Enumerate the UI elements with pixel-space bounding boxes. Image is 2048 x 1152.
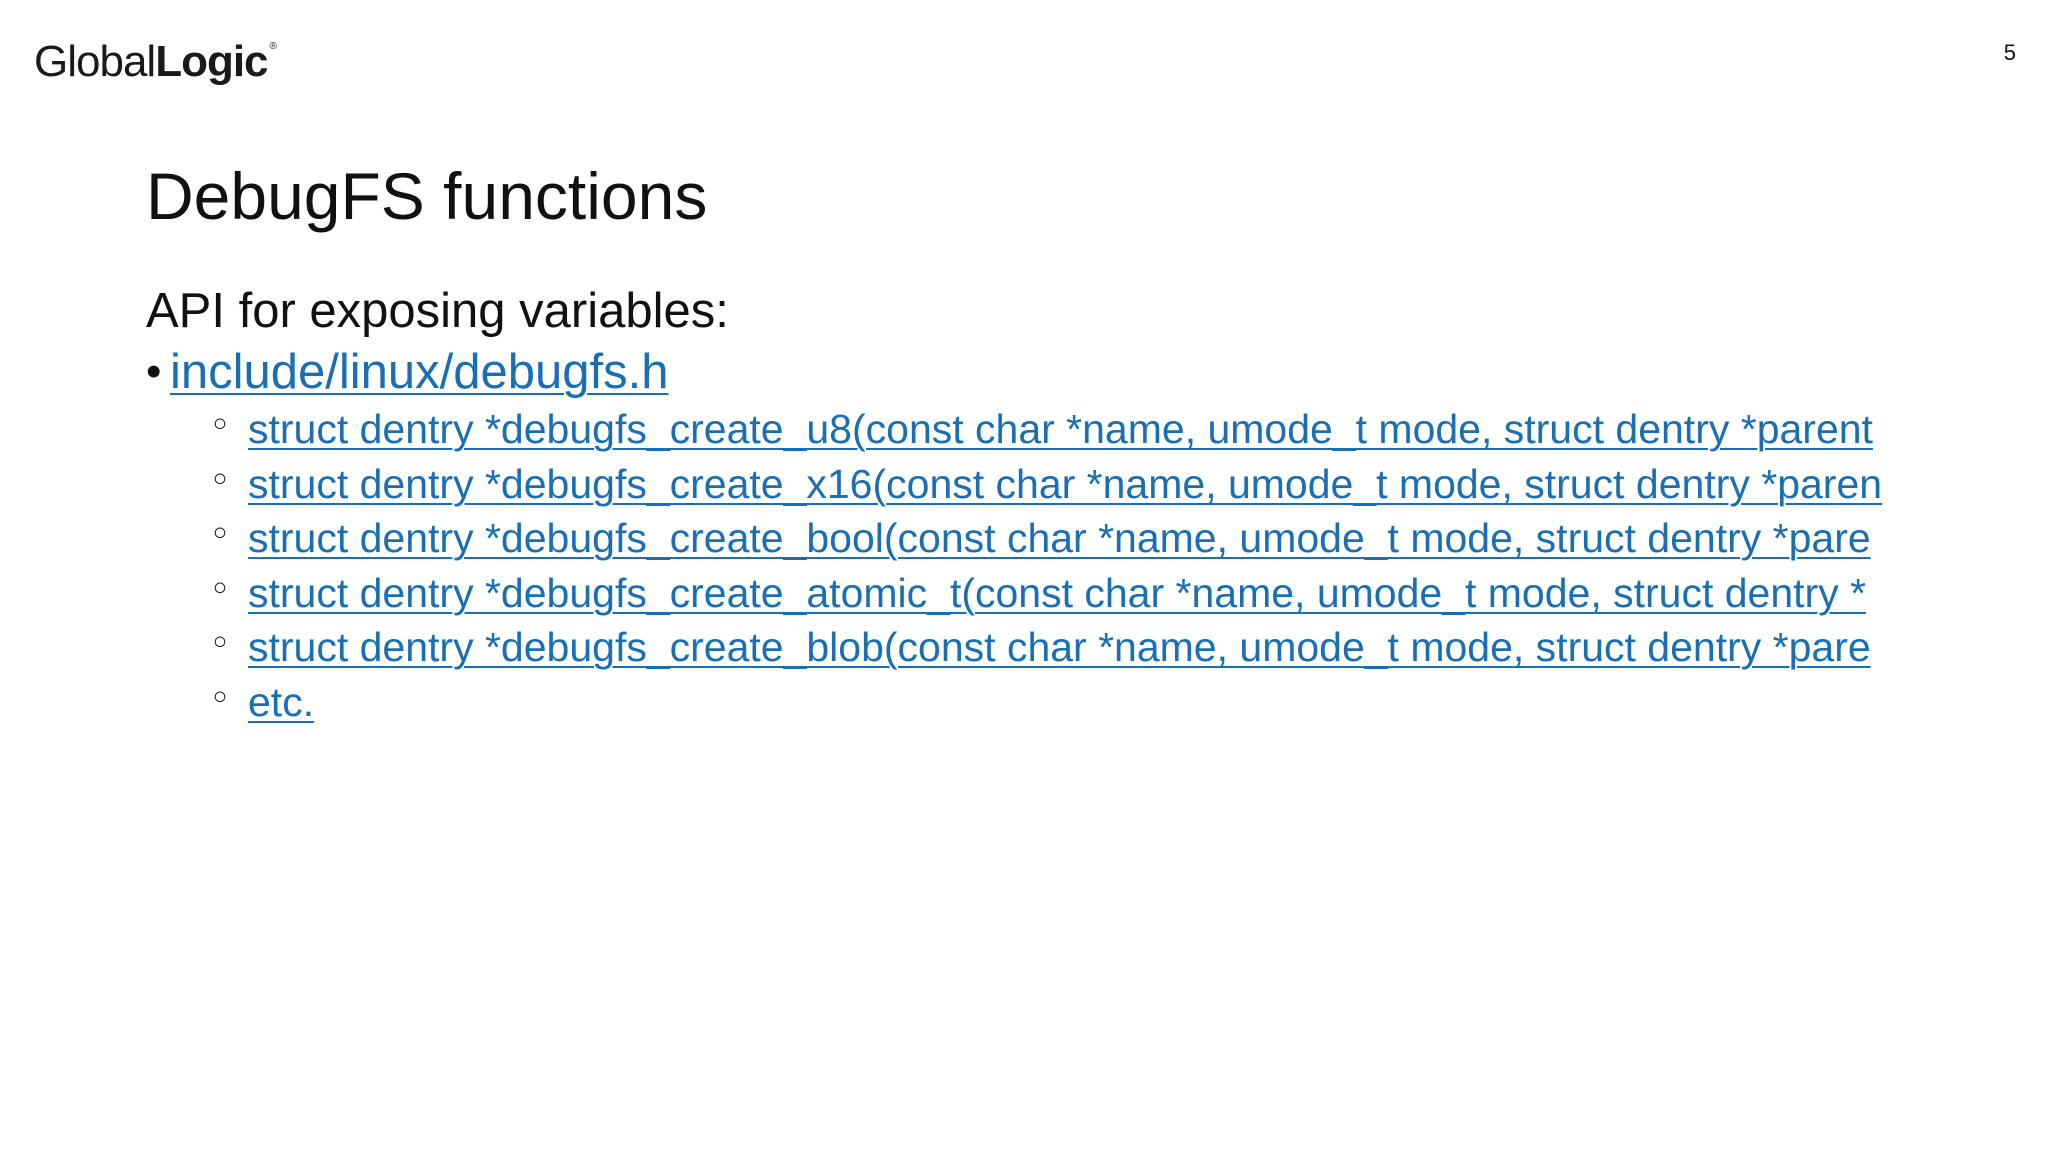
list-item: ○ struct dentry *debugfs_create_blob(con…: [210, 620, 2048, 675]
function-list: ○ struct dentry *debugfs_create_u8(const…: [146, 402, 2048, 729]
circle-bullet-icon: ○: [212, 410, 228, 438]
debugfs-header-link[interactable]: include/linux/debugfs.h: [170, 345, 669, 399]
list-item: ○ struct dentry *debugfs_create_x16(cons…: [210, 457, 2048, 512]
slide-title: DebugFS functions: [146, 159, 708, 233]
slide-number: 5: [2003, 40, 2016, 65]
function-link-etc[interactable]: etc.: [248, 678, 315, 725]
list-item: ○ struct dentry *debugfs_create_u8(const…: [210, 402, 2048, 457]
registered-mark: ®: [269, 41, 277, 52]
intro-text: API for exposing variables:: [146, 284, 729, 338]
list-item: ○ struct dentry *debugfs_create_bool(con…: [210, 511, 2048, 566]
logo-text-global: Global: [34, 37, 156, 86]
circle-bullet-icon: ○: [212, 682, 228, 710]
circle-bullet-icon: ○: [212, 519, 228, 547]
function-link-create-atomic-t[interactable]: struct dentry *debugfs_create_atomic_t(c…: [248, 569, 1867, 616]
circle-bullet-icon: ○: [212, 628, 228, 656]
list-item: ○ etc.: [210, 675, 2048, 730]
function-link-create-u8[interactable]: struct dentry *debugfs_create_u8(const c…: [248, 406, 1873, 453]
logo-text-logic: Logic: [155, 37, 268, 86]
function-link-create-blob[interactable]: struct dentry *debugfs_create_blob(const…: [248, 624, 1871, 671]
circle-bullet-icon: ○: [212, 573, 228, 601]
slide-content: API for exposing variables: • include/li…: [146, 280, 2048, 760]
circle-bullet-icon: ○: [212, 464, 228, 492]
function-link-create-x16[interactable]: struct dentry *debugfs_create_x16(const …: [248, 460, 1883, 507]
bullet-icon: •: [146, 347, 162, 396]
function-link-create-bool[interactable]: struct dentry *debugfs_create_bool(const…: [248, 515, 1871, 562]
list-item: ○ struct dentry *debugfs_create_atomic_t…: [210, 566, 2048, 621]
header-file-bullet: • include/linux/debugfs.h: [146, 342, 2048, 402]
